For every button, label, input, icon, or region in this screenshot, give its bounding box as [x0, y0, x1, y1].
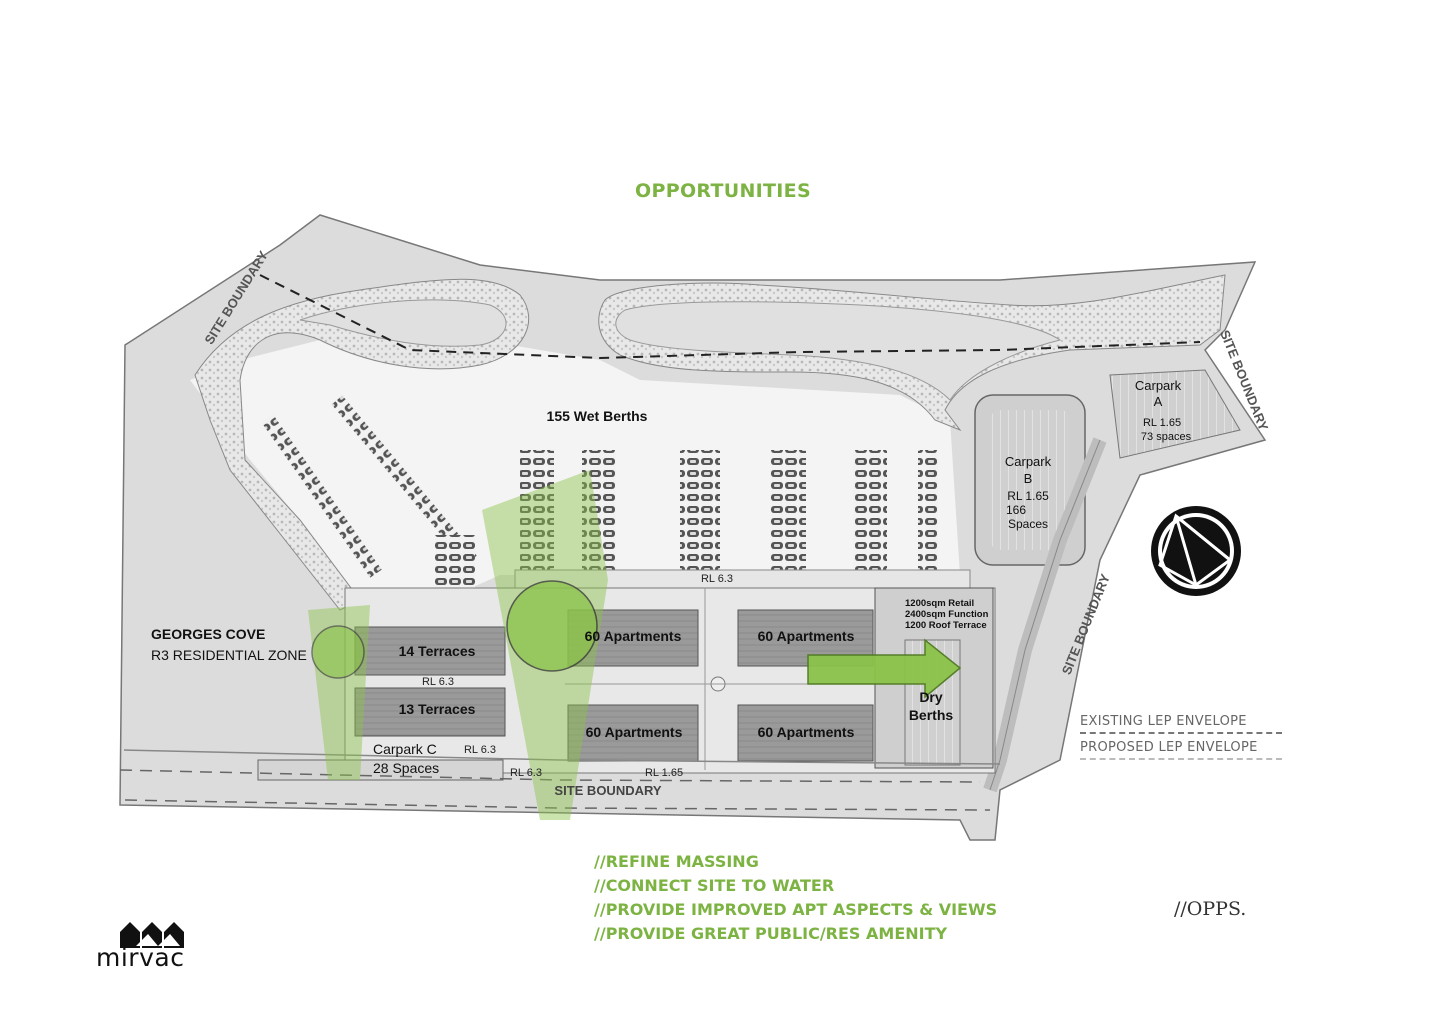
apartments-d-label: 60 Apartments [758, 724, 855, 740]
apartments-b-label: 60 Apartments [758, 628, 855, 644]
carpark-b-line-4: 166 [1006, 503, 1026, 517]
carpark-a [1109, 369, 1241, 459]
opportunities-list: //REFINE MASSING //CONNECT SITE TO WATER… [594, 850, 997, 946]
r3-zone-label: R3 RESIDENTIAL ZONE [151, 647, 307, 663]
opportunity-item: //PROVIDE IMPROVED APT ASPECTS & VIEWS [594, 900, 998, 919]
existing-lep-line [259, 274, 1201, 360]
retail-line-2: 2400sqm Function [905, 609, 989, 620]
apartments-c-roof [567, 704, 699, 762]
retail-label: 1200sqm Retail 2400sqm Function 1200 Roo… [905, 598, 989, 631]
inner-road-west [299, 299, 507, 347]
apartments-a-label: 60 Apartments [585, 628, 682, 644]
retail-line-3: 1200 Roof Terrace [905, 620, 987, 631]
carpark-b-line-2: B [1024, 471, 1033, 486]
carpark-c-line-1: Carpark C [373, 741, 437, 757]
rl-165-road: RL 1.65 [645, 767, 683, 779]
rl-63-road: RL 6.3 [510, 767, 542, 779]
apartments-c-label: 60 Apartments [586, 724, 683, 740]
rl-63-promenade: RL 6.3 [701, 573, 733, 585]
georges-cove-label: GEORGES COVE [151, 626, 265, 642]
road-south-2 [124, 799, 991, 811]
site-boundary-south: SITE BOUNDARY [554, 783, 661, 798]
rl-63-terraces: RL 6.3 [422, 676, 454, 688]
opportunity-item: //CONNECT SITE TO WATER [594, 876, 835, 895]
carpark-b-line-5: Spaces [1008, 517, 1048, 531]
carpark-a-label: Carpark A RL 1.65 73 spaces [1135, 378, 1192, 443]
road-south-1 [119, 769, 981, 783]
direction-arrow [807, 638, 962, 699]
legend-proposed-label: PROPOSED LEP ENVELOPE [1080, 740, 1258, 755]
legend-existing-label: EXISTING LEP ENVELOPE [1080, 714, 1247, 729]
terraces-13-roof [354, 687, 506, 737]
carpark-c-line-2: 28 Spaces [373, 760, 439, 776]
carpark-b-line-3: RL 1.65 [1007, 489, 1049, 503]
page-tag: //OPPS. [1174, 898, 1247, 920]
carpark-a-line-4: 73 spaces [1141, 431, 1192, 443]
carpark-b-line-1: Carpark [1005, 454, 1052, 469]
carpark-b-label: Carpark B RL 1.65 166 Spaces [1005, 454, 1052, 531]
page-title: OPPORTUNITIES [635, 180, 811, 202]
opportunity-item: //REFINE MASSING [594, 852, 759, 871]
carpark-a-line-2: A [1154, 394, 1163, 409]
breakwater-west [194, 278, 530, 611]
mirvac-logo-text: mirvac [96, 943, 185, 972]
focus-circle-central [506, 580, 598, 672]
focus-circle-west [311, 625, 365, 679]
water [190, 340, 960, 620]
marina-arms [261, 395, 938, 615]
opportunity-item: //PROVIDE GREAT PUBLIC/RES AMENITY [594, 924, 948, 943]
terraces-14-roof [354, 626, 506, 676]
legend-existing-line [1080, 732, 1282, 734]
carpark-a-line-1: Carpark [1135, 378, 1182, 393]
dry-berths-line-1: Dry [919, 689, 943, 705]
terraces-14-label: 14 Terraces [399, 643, 476, 659]
carpark-c [257, 759, 504, 781]
wet-berths-label: 155 Wet Berths [547, 408, 648, 424]
dry-berths-line-2: Berths [909, 707, 954, 723]
legend-proposed-line [1080, 758, 1282, 760]
rl-63-carpark-c: RL 6.3 [464, 744, 496, 756]
lep-legend: EXISTING LEP ENVELOPE PROPOSED LEP ENVEL… [1080, 714, 1282, 766]
north-arrow-icon [1151, 506, 1241, 596]
terraces-13-label: 13 Terraces [399, 701, 476, 717]
apartments-d-roof [737, 704, 874, 762]
retail-line-1: 1200sqm Retail [905, 598, 974, 609]
carpark-a-line-3: RL 1.65 [1143, 417, 1181, 429]
mirvac-logo-mark [120, 922, 184, 948]
